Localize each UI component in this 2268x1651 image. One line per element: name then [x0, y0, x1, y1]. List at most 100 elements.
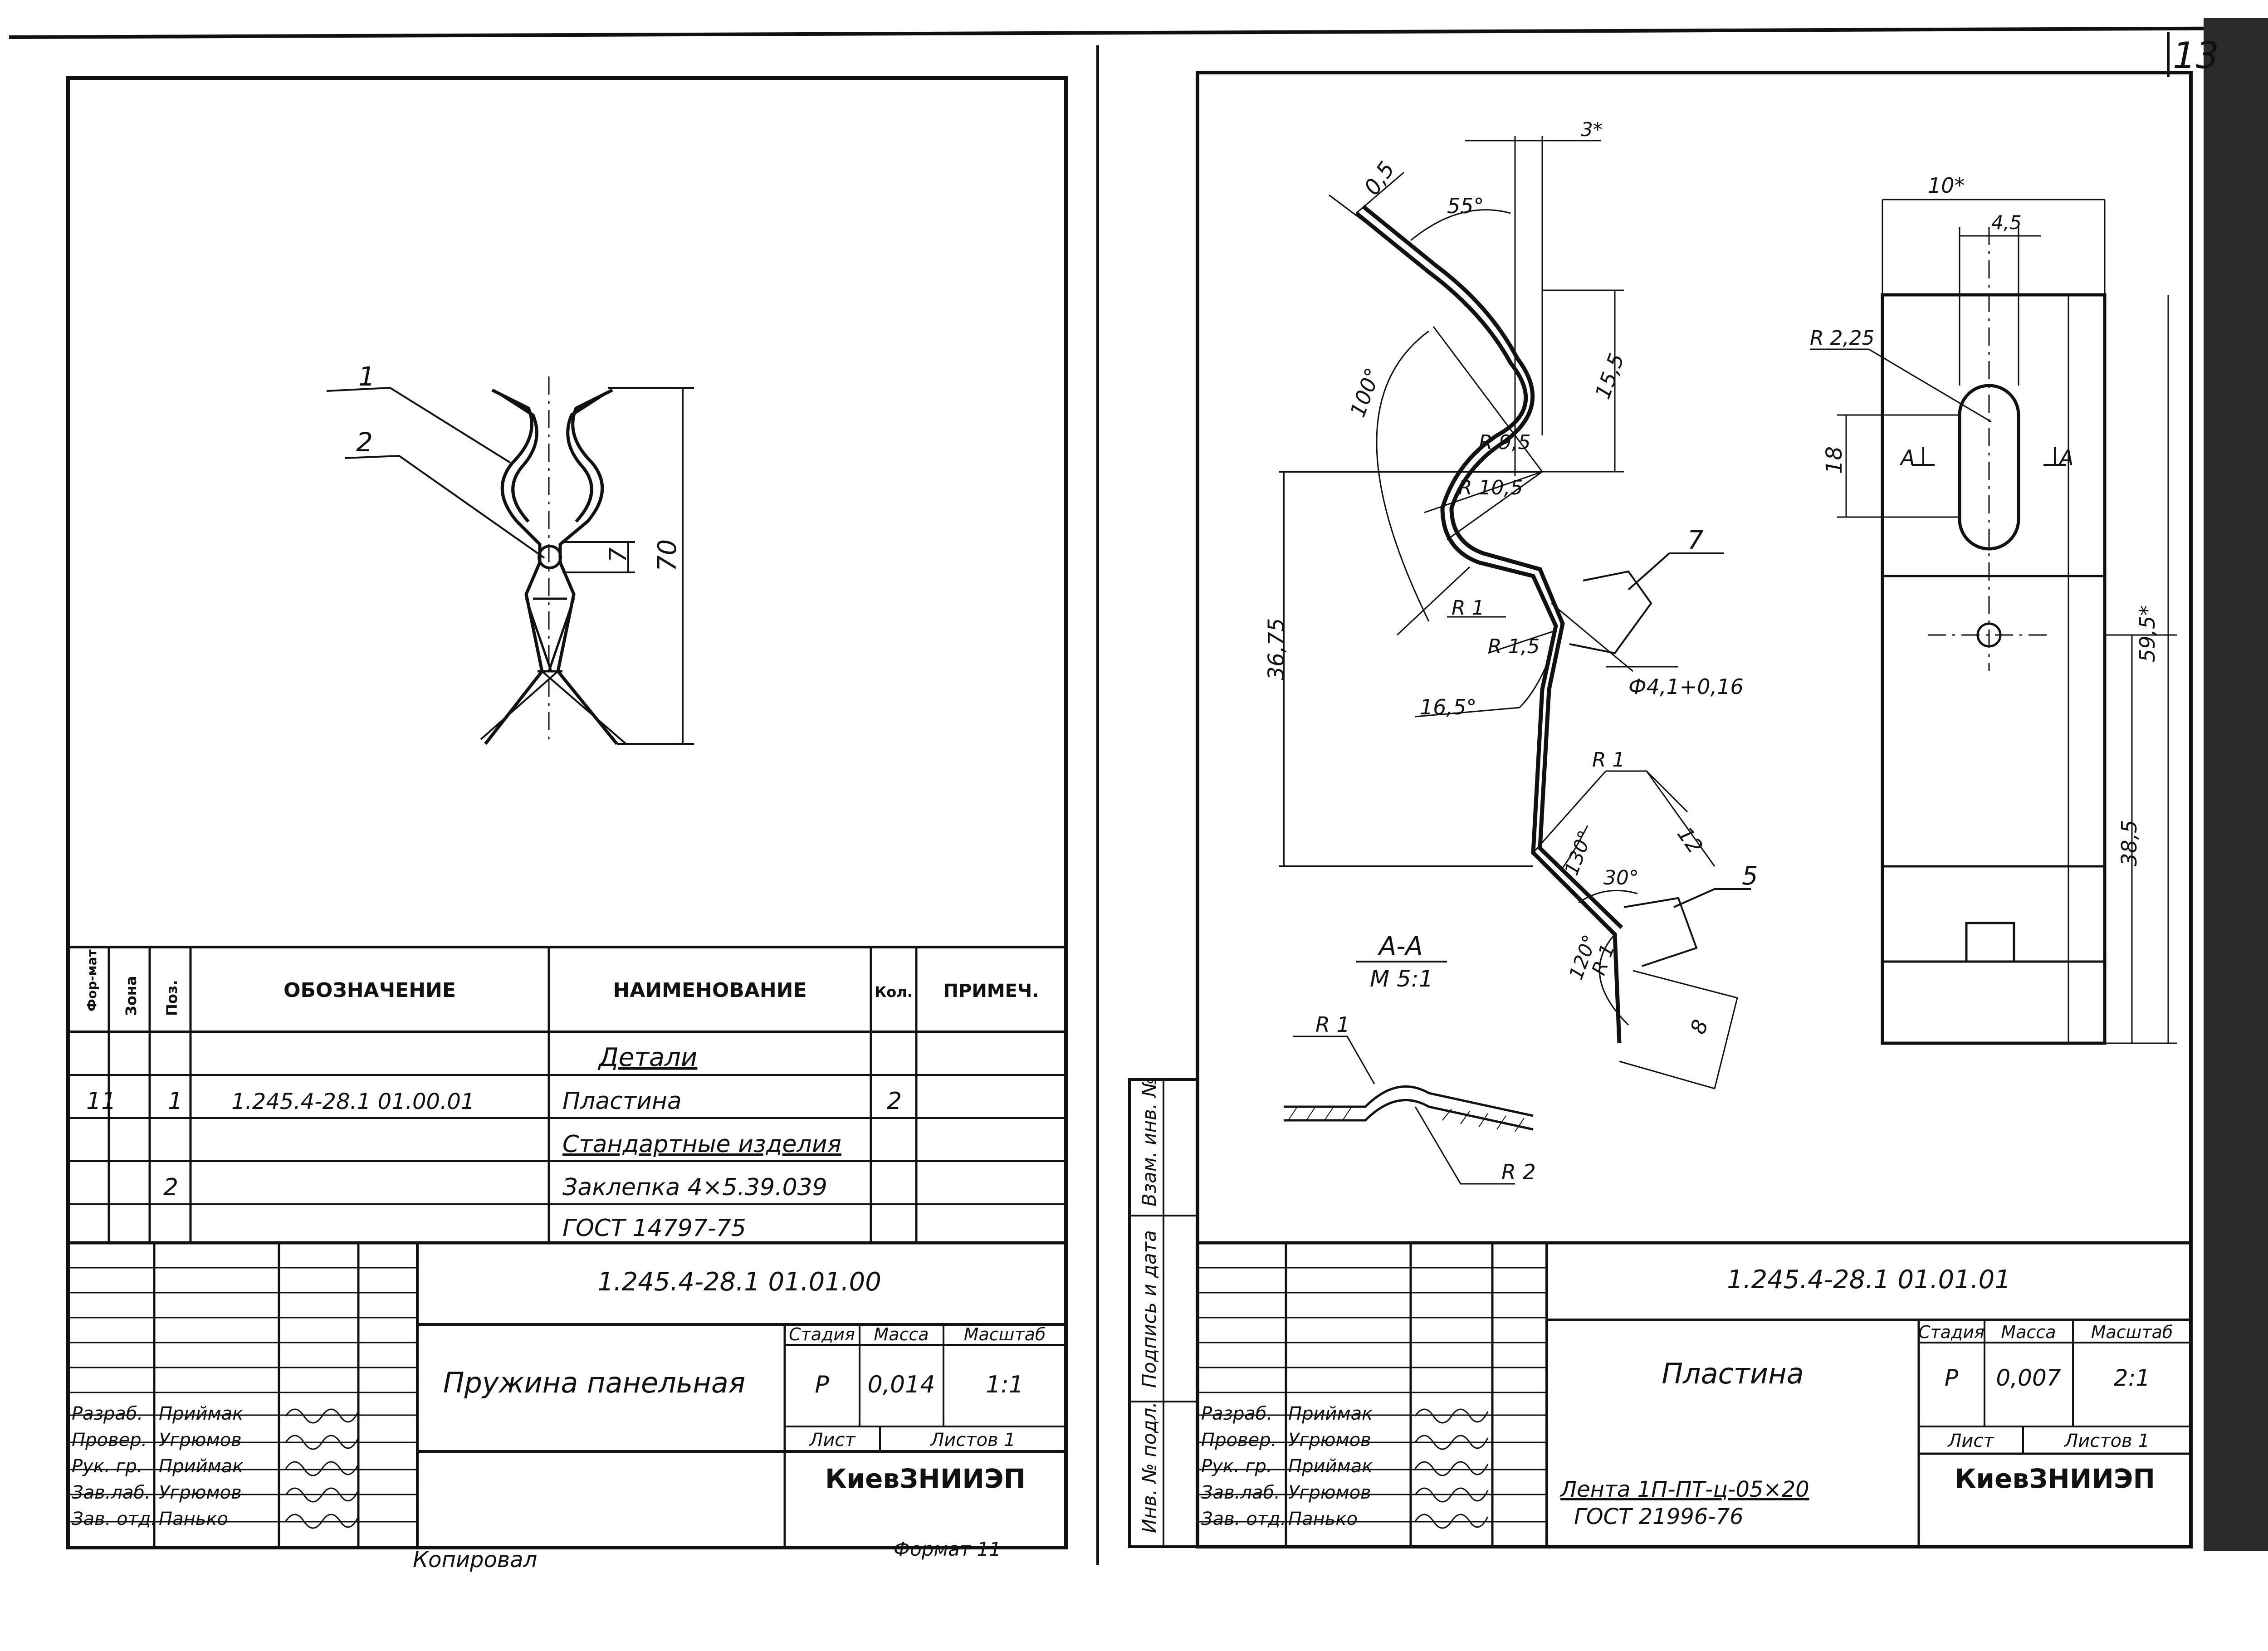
spec-row-1-name: Пластина — [562, 1088, 682, 1115]
hdr-designation: ОБОЗНАЧЕНИЕ — [284, 979, 456, 1002]
dim-4-5-line — [1959, 227, 2041, 386]
signer-name: Угрюмов — [1288, 1482, 1371, 1503]
dim-13: 130° — [1560, 827, 1597, 878]
dim-hole-label: 7 — [605, 547, 632, 562]
spec-row-1-qty: 2 — [887, 1088, 902, 1115]
dim-6: R 10,5 — [1458, 476, 1523, 499]
leader-7 — [1569, 552, 1724, 655]
dim-10: 16,5° — [1420, 695, 1476, 719]
plate-profile: 0,5 55° 3* 100° 15,5 R 9,5 R 10,5 R 1 R … — [1264, 118, 1758, 1089]
left-drawing-title: Пружина панельная — [443, 1366, 745, 1399]
side-label-sign: Подпись и дата — [1138, 1230, 1160, 1388]
dim-19: 10* — [1928, 173, 1965, 198]
dim-1: 55° — [1447, 194, 1484, 218]
dim-18: 8 — [1686, 1016, 1713, 1037]
spec-table: Фор-мат Зона Поз. ОБОЗНАЧЕНИЕ НАИМЕНОВАН… — [67, 946, 1067, 1244]
dim-59-5-line — [2105, 295, 2177, 1044]
left-scale-header: Масштаб — [964, 1324, 1046, 1344]
left-sheets-label: Листов 1 — [929, 1430, 1016, 1451]
hdr-qty: Кол. — [875, 983, 913, 1001]
dim-height — [608, 387, 694, 745]
spec-row-1-pos: 1 — [168, 1088, 183, 1115]
signature-scribble — [285, 1514, 359, 1529]
dim-36-75 — [1279, 471, 1542, 867]
spring-left-arm — [484, 388, 544, 745]
leader-1 — [326, 386, 511, 464]
signer-name: Приймак — [1288, 1403, 1373, 1424]
dim-4: 15,5 — [1590, 350, 1629, 402]
plate-notch — [1965, 922, 2015, 962]
dim-28: R 2 — [1501, 1160, 1536, 1184]
right-stage: Р — [1945, 1365, 1959, 1391]
leader-r225 — [1810, 348, 1992, 423]
leader-r2-section — [1414, 1106, 1515, 1185]
right-scale: 2:1 — [2114, 1365, 2150, 1391]
dim-hole — [562, 541, 635, 573]
signer-name: Приймак — [159, 1403, 243, 1424]
dim-arc-130 — [1559, 825, 1589, 871]
plate-line-inner — [1362, 205, 1623, 929]
left-title-block: 1.245.4-28.1 01.01.00 Пружина панельная … — [66, 1241, 1068, 1549]
callout-7: 7 — [1687, 526, 1704, 555]
right-stage-header: Стадия — [1918, 1322, 1984, 1342]
spec-row-3-pos: 2 — [163, 1174, 178, 1201]
right-org: КиевЗНИИЭП — [1955, 1463, 2155, 1494]
callout-1: 1 — [358, 361, 375, 392]
right-material-2: ГОСТ 21996-76 — [1574, 1504, 1744, 1529]
spec-row-2-name: Стандартные изделия — [562, 1131, 841, 1158]
dim-18-line — [1837, 414, 1960, 518]
signer-name: Угрюмов — [159, 1482, 242, 1503]
right-material-1: Лента 1П-ПТ-ц-05×20 — [1559, 1477, 1809, 1502]
scan-dark-edge — [2204, 18, 2268, 1551]
left-mass: 0,014 — [868, 1371, 935, 1398]
leader-2 — [344, 454, 545, 559]
dim-thickness — [1329, 171, 1404, 237]
plate-line-outer — [1355, 211, 1622, 1044]
section-a-a: А-А М 5:1 R 1 R 2 — [1284, 932, 1536, 1185]
signer-role: Зав.лаб. — [1201, 1482, 1280, 1503]
leader-r1-section — [1293, 1036, 1375, 1084]
spring-plates — [525, 597, 575, 673]
dim-8: R 1,5 — [1488, 635, 1540, 658]
left-org: КиевЗНИИЭП — [825, 1463, 1026, 1494]
signer-role: Разраб. — [72, 1403, 143, 1424]
signature-scribble — [1414, 1435, 1489, 1450]
left-sheet: 1 2 7 70 Фор-мат Зона Поз. ОБО — [66, 76, 1068, 1573]
side-label-inv: Инв. № подл. — [1138, 1402, 1160, 1533]
signer-role: Разраб. — [1201, 1403, 1272, 1424]
dim-14: 12 — [1672, 822, 1708, 858]
signature-scribble — [1414, 1408, 1489, 1424]
left-mass-header: Масса — [874, 1324, 929, 1344]
radius-leaders — [1424, 326, 1543, 541]
spec-row-1-format: 11 — [86, 1088, 116, 1115]
right-sheet-label: Лист — [1947, 1431, 1994, 1451]
dim-23: А — [1899, 445, 1915, 470]
sheet-top-edge — [9, 26, 2268, 39]
hdr-format: Фор-мат — [84, 949, 99, 1011]
plate-outline — [1881, 293, 2107, 1045]
left-copied: Копировал — [413, 1547, 537, 1573]
spring-drawing: 1 2 7 70 — [326, 361, 694, 745]
dim-arc-120 — [1598, 934, 1629, 1026]
dim-arc-30 — [1578, 889, 1638, 904]
signature-scribble — [1414, 1487, 1489, 1503]
signer-role: Провер. — [1201, 1430, 1276, 1451]
right-drawing-code: 1.245.4-28.1 01.01.01 — [1727, 1265, 2011, 1294]
signer-role: Зав. отд. — [72, 1509, 156, 1529]
signer-role: Рук. гр. — [1201, 1456, 1272, 1477]
spec-row-1-designation: 1.245.4-28.1 01.00.01 — [231, 1089, 474, 1114]
signature-scribble — [285, 1435, 359, 1450]
leader-r1 — [1396, 566, 1506, 636]
right-sheet: Инв. № подл. Подпись и дата Взам. инв. №… — [1128, 71, 2193, 1548]
callout-2: 2 — [356, 427, 373, 458]
right-mass: 0,007 — [1996, 1365, 2061, 1391]
dim-15-5 — [1542, 289, 1624, 473]
spec-row-0-name: Детали — [597, 1043, 697, 1072]
dim-arc-16-5 — [1415, 653, 1552, 718]
dim-24: А — [2058, 445, 2073, 470]
signature-scribble — [285, 1487, 359, 1503]
left-stage-header: Стадия — [789, 1324, 855, 1344]
